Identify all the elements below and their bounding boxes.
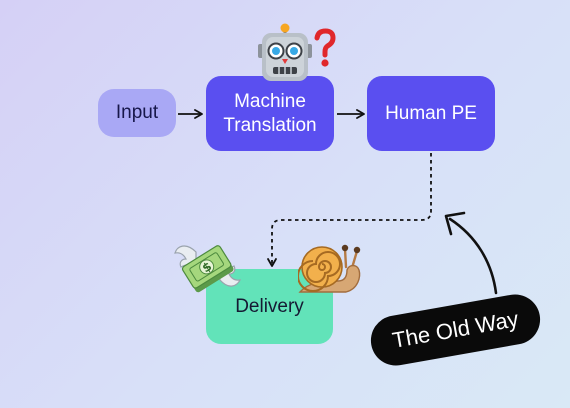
input-node: Input <box>98 89 176 137</box>
curved-arrow-head <box>444 211 466 236</box>
question-mark-icon <box>314 28 336 67</box>
dashed-arrow-pe-to-delivery <box>267 153 432 267</box>
delivery-label: Delivery <box>235 295 304 317</box>
machine-translation-label: Machine Translation <box>223 91 317 136</box>
robot-icon <box>258 23 312 81</box>
the-old-way-label: The Old Way <box>390 306 521 353</box>
money-with-wings-icon: $ <box>174 245 242 293</box>
machine-translation-node: Machine Translation <box>206 76 334 151</box>
snail-icon <box>298 244 361 293</box>
human-pe-label: Human PE <box>385 102 477 124</box>
curved-arrow <box>448 217 498 295</box>
input-node-label: Input <box>115 102 159 124</box>
human-pe-node: Human PE <box>367 76 495 151</box>
